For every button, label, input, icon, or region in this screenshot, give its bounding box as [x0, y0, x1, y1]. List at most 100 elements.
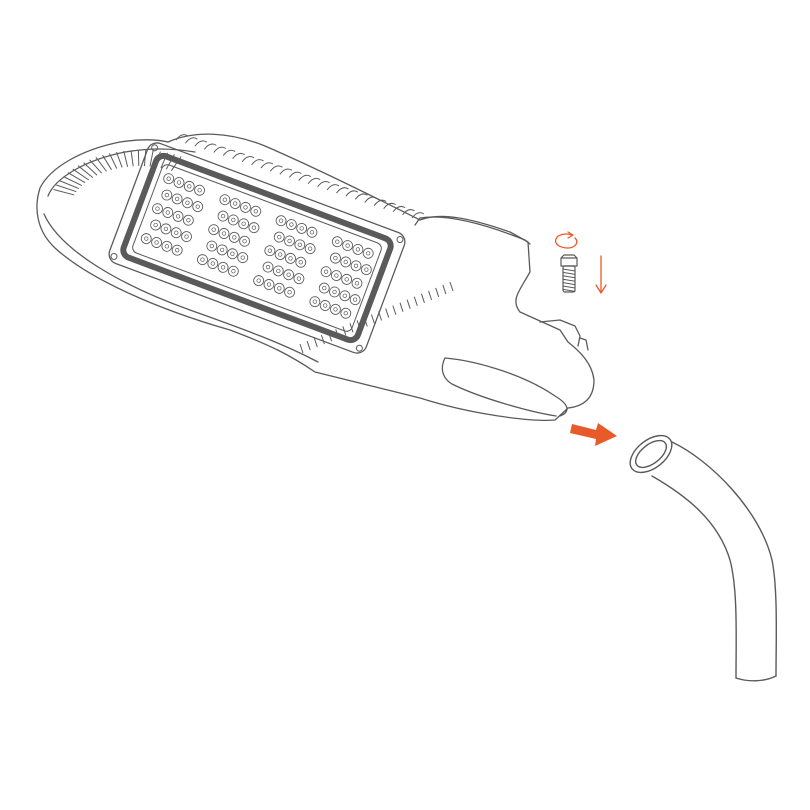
led-lens	[330, 303, 341, 315]
lower-fin	[306, 340, 311, 351]
led-lens-center	[277, 286, 282, 291]
led-lens-center	[197, 188, 202, 193]
led-lens	[197, 254, 208, 266]
heatsink-top	[167, 133, 421, 221]
led-lens	[172, 210, 184, 222]
led-lens	[227, 265, 239, 277]
led-lens-center	[195, 204, 200, 209]
shell-fin	[53, 188, 75, 196]
led-lens-center	[364, 267, 369, 272]
led-lens-center	[287, 290, 292, 295]
led-lens-center	[355, 247, 361, 252]
led-lens	[171, 244, 183, 256]
led-lens	[238, 218, 250, 230]
led-lens-center	[352, 297, 358, 302]
heatsink-rib	[175, 134, 189, 141]
led-lens-center	[175, 248, 180, 253]
led-lens	[182, 214, 194, 226]
shell-fin	[67, 172, 86, 184]
pole-bottom-cut	[735, 675, 777, 682]
down-arrow	[595, 255, 607, 294]
led-lens	[150, 219, 162, 231]
led-lens	[192, 201, 204, 213]
heatsink-rib	[222, 149, 236, 156]
led-lens-center	[220, 213, 226, 219]
pole-arm	[629, 434, 778, 682]
led-lens-center	[342, 293, 347, 298]
led-lens-center	[278, 218, 284, 223]
led-lens	[340, 256, 352, 268]
led-lens-center	[209, 243, 214, 249]
led-lens	[216, 244, 228, 256]
led-lens-center	[253, 209, 258, 214]
led-lens	[274, 249, 286, 260]
heatsink-rib	[364, 196, 378, 203]
shell-fin	[77, 165, 94, 178]
led-lens-center	[222, 197, 228, 202]
led-lens-center	[166, 176, 171, 181]
led-lens-center	[266, 282, 272, 287]
heatsink-rib	[345, 190, 359, 197]
led-lens	[240, 201, 251, 213]
thread-line	[562, 278, 576, 282]
led-lens	[349, 294, 361, 306]
shell-fin	[83, 162, 98, 176]
led-lens	[229, 198, 241, 209]
insert-arrow	[570, 423, 617, 446]
led-lens-center	[241, 221, 246, 226]
led-lens	[162, 207, 174, 218]
heatsink-rib	[232, 152, 245, 160]
led-lens	[171, 193, 183, 205]
led-lens	[173, 177, 185, 188]
led-lens-center	[278, 252, 283, 257]
pole-opening-outer	[629, 434, 673, 474]
led-lens	[275, 215, 287, 227]
led-lens	[217, 210, 229, 222]
led-lens	[248, 222, 260, 234]
led-lens-center	[232, 235, 237, 240]
shell-fin	[72, 168, 90, 181]
lower-fin	[435, 287, 440, 298]
heatsink-rib	[260, 162, 274, 169]
heatsink-rib	[383, 202, 396, 209]
led-lens	[237, 252, 249, 264]
led-lens	[206, 240, 218, 252]
heatsink-rib	[241, 156, 255, 163]
led-lens-center	[175, 214, 181, 219]
led-lens-center	[233, 201, 238, 206]
led-lens-center	[186, 218, 191, 223]
led-lens-center	[211, 227, 216, 232]
led-lens-center	[267, 248, 273, 253]
led-lens-center	[185, 200, 190, 205]
thread-line	[562, 288, 576, 292]
led-lens	[339, 290, 351, 302]
arrow-right-icon	[570, 423, 617, 446]
led-lens-center	[334, 273, 339, 278]
led-lens	[262, 261, 274, 273]
led-lens	[283, 269, 295, 281]
bolt-thread	[562, 268, 576, 292]
led-lens	[227, 214, 239, 226]
led-lens	[250, 205, 262, 217]
led-lens-center	[332, 289, 337, 295]
led-lens-center	[299, 226, 304, 231]
led-lens	[208, 224, 220, 236]
lower-fin	[420, 293, 425, 303]
shell-fin	[130, 150, 134, 167]
led-lens	[304, 243, 316, 255]
led-lens-module	[108, 142, 406, 354]
led-lens-center	[354, 281, 360, 286]
lower-fin	[392, 305, 397, 315]
heatsink-rib	[298, 174, 311, 181]
led-lens-center	[333, 255, 338, 261]
led-lens-center	[163, 226, 169, 232]
heatsink-rib	[279, 168, 293, 175]
led-lens	[272, 265, 284, 277]
led-lens-center	[153, 222, 158, 228]
housing-inner-lip	[47, 148, 196, 197]
led-lens	[170, 227, 182, 239]
led-lens-center	[322, 285, 327, 291]
led-lens-center	[174, 230, 179, 235]
led-lens-center	[309, 230, 315, 235]
lens-frame-outer	[108, 142, 406, 354]
